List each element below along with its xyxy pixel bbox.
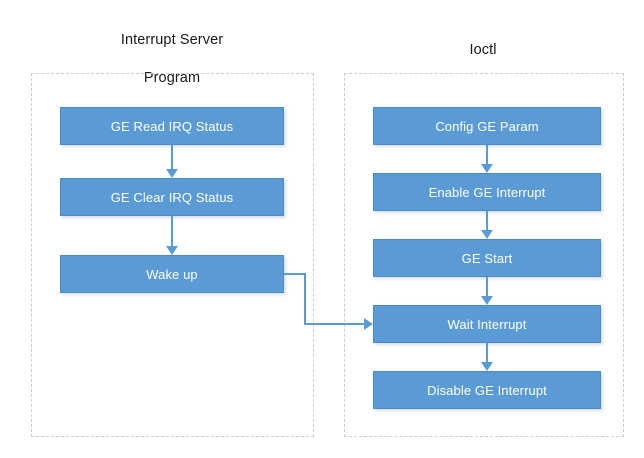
connector-wakeup-to-wait-segment-1 (284, 273, 306, 275)
node-enable-ge-interrupt[interactable]: Enable GE Interrupt (373, 173, 601, 211)
container-ioctl (344, 73, 624, 437)
arrowhead-clear-to-wakeup (166, 246, 178, 255)
node-label: GE Read IRQ Status (110, 118, 234, 134)
node-ge-start[interactable]: GE Start (373, 239, 601, 277)
connector-start-to-wait (486, 277, 488, 296)
connector-wakeup-to-wait-segment-3 (304, 323, 366, 325)
arrowhead-start-to-wait (481, 296, 493, 305)
group-title-line-2: Program (143, 70, 201, 86)
node-label: Disable GE Interrupt (427, 382, 547, 398)
arrowhead-wakeup-to-wait (364, 318, 373, 330)
connector-clear-to-wakeup (171, 216, 173, 246)
connector-read-to-clear (171, 145, 173, 169)
connector-wait-to-disable (486, 343, 488, 362)
node-wait-interrupt[interactable]: Wait Interrupt (373, 305, 601, 343)
connector-enable-to-start (486, 211, 488, 230)
node-label: Enable GE Interrupt (428, 184, 546, 200)
node-label: Wait Interrupt (447, 316, 527, 332)
group-title-line-1: Interrupt Server (120, 32, 224, 48)
node-ge-read-irq-status[interactable]: GE Read IRQ Status (60, 107, 284, 145)
node-ge-clear-irq-status[interactable]: GE Clear IRQ Status (60, 178, 284, 216)
connector-config-to-enable (486, 145, 488, 164)
node-label: GE Start (461, 250, 513, 266)
group-title-ioctl: Ioctl (403, 22, 563, 79)
node-label: Wake up (146, 266, 198, 282)
container-interrupt-server-program (31, 73, 314, 437)
node-label: Config GE Param (435, 118, 539, 134)
arrowhead-wait-to-disable (481, 362, 493, 371)
connector-wakeup-to-wait-segment-2 (304, 273, 306, 325)
node-label: GE Clear IRQ Status (110, 189, 234, 205)
node-disable-ge-interrupt[interactable]: Disable GE Interrupt (373, 371, 601, 409)
group-title-interrupt-server-program: Interrupt Server Program (92, 12, 252, 107)
arrowhead-enable-to-start (481, 230, 493, 239)
arrowhead-config-to-enable (481, 164, 493, 173)
node-wake-up[interactable]: Wake up (60, 255, 284, 293)
arrowhead-read-to-clear (166, 169, 178, 178)
group-title-line-1: Ioctl (469, 42, 497, 58)
node-config-ge-param[interactable]: Config GE Param (373, 107, 601, 145)
